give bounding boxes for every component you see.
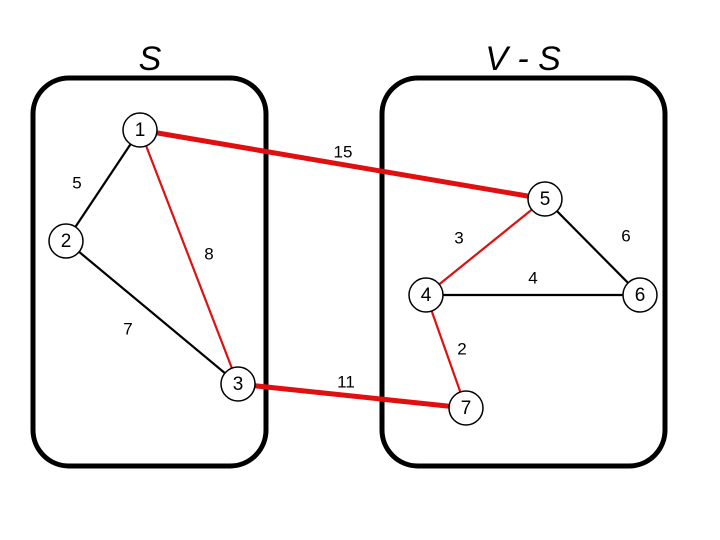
edge-weight-1-5: 15 bbox=[334, 142, 353, 161]
edge-2-3 bbox=[65, 240, 239, 385]
node-circle-4 bbox=[408, 277, 444, 313]
node-label-6: 6 bbox=[635, 285, 646, 306]
node-label-2: 2 bbox=[61, 231, 72, 252]
edge-weight-5-4: 3 bbox=[454, 228, 463, 247]
node-label-4: 4 bbox=[421, 285, 432, 306]
edge-1-2 bbox=[65, 129, 141, 242]
node-3: 3 bbox=[220, 366, 256, 402]
node-label-1: 1 bbox=[135, 120, 146, 141]
edge-1-5 bbox=[139, 127, 546, 202]
edge-5-4 bbox=[425, 198, 546, 296]
node-label-3: 3 bbox=[233, 374, 244, 395]
edge-4-7 bbox=[424, 294, 468, 409]
node-circle-3 bbox=[220, 366, 256, 402]
set-title-v-minus-s: V - S bbox=[485, 40, 561, 78]
edge-weight-1-2: 5 bbox=[72, 173, 81, 192]
node-label-5: 5 bbox=[540, 189, 551, 210]
node-5: 5 bbox=[527, 181, 563, 217]
node-circle-5 bbox=[527, 181, 563, 217]
edge-5-6 bbox=[544, 198, 641, 296]
node-circle-6 bbox=[622, 277, 658, 313]
edge-3-7 bbox=[237, 381, 467, 411]
set-title-s: S bbox=[139, 40, 162, 78]
node-2: 2 bbox=[48, 223, 84, 259]
node-circle-2 bbox=[48, 223, 84, 259]
node-4: 4 bbox=[408, 277, 444, 313]
edge-1-3 bbox=[138, 129, 240, 385]
edge-weight-1-3: 8 bbox=[204, 244, 213, 263]
set-box-v-minus-s bbox=[379, 75, 668, 469]
node-7: 7 bbox=[448, 390, 484, 426]
node-circle-7 bbox=[448, 390, 484, 426]
set-box-s bbox=[30, 75, 269, 469]
node-circle-1 bbox=[122, 112, 158, 148]
edge-weight-5-6: 6 bbox=[621, 226, 630, 245]
edge-weight-2-3: 7 bbox=[123, 319, 132, 338]
node-1: 1 bbox=[122, 112, 158, 148]
node-6: 6 bbox=[622, 277, 658, 313]
edge-weight-3-7: 11 bbox=[337, 372, 355, 391]
edge-weight-4-6: 4 bbox=[528, 268, 537, 287]
node-label-7: 7 bbox=[461, 398, 472, 419]
edge-weight-4-7: 2 bbox=[457, 339, 466, 358]
